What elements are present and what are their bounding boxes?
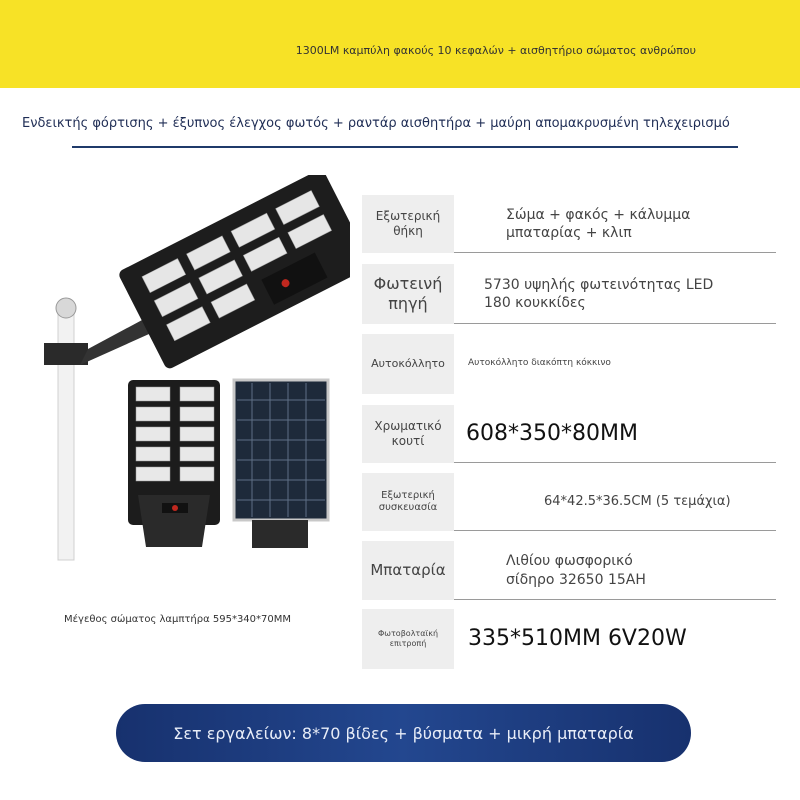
spec-label: Φωτεινή πηγή bbox=[362, 264, 454, 324]
toolkit-banner: Σετ εργαλείων: 8*70 βίδες + βύσματα + μι… bbox=[116, 704, 691, 762]
spec-value: 64*42.5*36.5CM (5 τεμάχια) bbox=[544, 493, 731, 509]
lamp-head bbox=[119, 170, 371, 369]
toolkit-text: Σετ εργαλείων: 8*70 βίδες + βύσματα + μι… bbox=[173, 723, 634, 743]
spec-value: Αυτοκόλλητο διακόπτη κόκκινο bbox=[468, 358, 611, 369]
solar-panel bbox=[232, 378, 330, 548]
product-size-caption: Μέγεθος σώματος λαμπτήρα 595*340*70MM bbox=[64, 614, 292, 625]
spec-value: Λιθίου φωσφορικό σίδηρο 32650 15AH bbox=[506, 553, 646, 588]
spec-divider bbox=[454, 252, 776, 253]
subtitle-divider bbox=[72, 146, 738, 148]
spec-label: Φωτοβολταϊκή επιτροπή bbox=[362, 609, 454, 669]
spec-label: Χρωματικό κουτί bbox=[362, 405, 454, 463]
top-banner: 1300LM καμπύλη φακούς 10 κεφαλών + αισθη… bbox=[0, 0, 800, 88]
spec-divider bbox=[454, 323, 776, 324]
spec-value: 5730 υψηλής φωτεινότητας LED 180 κουκκίδ… bbox=[484, 276, 714, 311]
lamp-front-view bbox=[128, 380, 220, 547]
spec-label: Αυτοκόλλητο bbox=[362, 334, 454, 394]
spec-divider bbox=[454, 599, 776, 600]
banner-text: 1300LM καμπύλη φακούς 10 κεφαλών + αισθη… bbox=[295, 44, 696, 57]
spec-value: 608*350*80MM bbox=[466, 420, 638, 446]
product-illustration bbox=[30, 170, 371, 595]
spec-row-light-source: Φωτεινή πηγή 5730 υψηλής φωτεινότητας LE… bbox=[362, 264, 776, 324]
spec-row-outer-package: Εξωτερική συσκευασία 64*42.5*36.5CM (5 τ… bbox=[362, 473, 776, 531]
spec-value: 335*510MM 6V20W bbox=[468, 625, 687, 651]
spec-row-solar-panel: Φωτοβολταϊκή επιτροπή 335*510MM 6V20W bbox=[362, 609, 776, 669]
spec-value: Σώμα + φακός + κάλυμμα μπαταρίας + κλιπ bbox=[506, 206, 691, 241]
spec-divider bbox=[454, 530, 776, 531]
spec-divider bbox=[454, 462, 776, 463]
spec-label: Εξωτερική θήκη bbox=[362, 195, 454, 253]
spec-row-sticker: Αυτοκόλλητο Αυτοκόλλητο διακόπτη κόκκινο bbox=[362, 334, 776, 394]
spec-row-color-box: Χρωματικό κουτί 608*350*80MM bbox=[362, 405, 776, 463]
features-subtitle: Ενδεικτής φόρτισης + έξυπνος έλεγχος φωτ… bbox=[22, 116, 730, 131]
spec-row-housing: Εξωτερική θήκη Σώμα + φακός + κάλυμμα μπ… bbox=[362, 195, 776, 253]
spec-row-battery: Μπαταρία Λιθίου φωσφορικό σίδηρο 32650 1… bbox=[362, 541, 776, 600]
spec-label: Μπαταρία bbox=[362, 541, 454, 600]
spec-label: Εξωτερική συσκευασία bbox=[362, 473, 454, 531]
